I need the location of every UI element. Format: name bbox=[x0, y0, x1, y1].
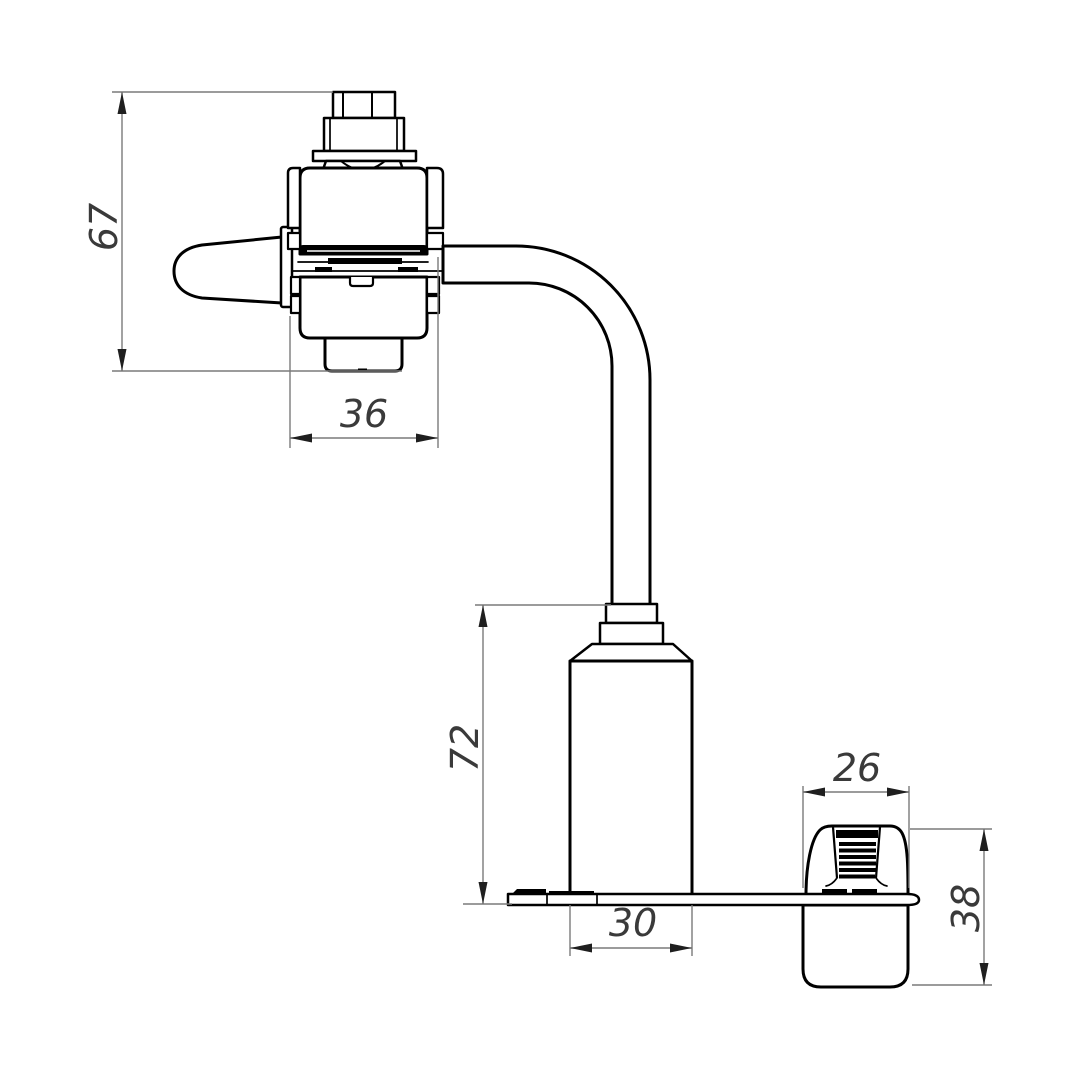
tube-step-2 bbox=[598, 621, 665, 646]
cap-lower-body bbox=[801, 903, 910, 989]
cap-dome bbox=[804, 824, 910, 897]
end-cap bbox=[801, 824, 910, 989]
terminal-plate bbox=[506, 889, 921, 907]
arrow-right bbox=[670, 943, 692, 953]
plate-lip-2 bbox=[549, 891, 594, 894]
dimension-label-26: 26 bbox=[833, 746, 881, 790]
arrow-up bbox=[979, 829, 989, 851]
bolt-head-facets bbox=[329, 117, 398, 152]
body-shoulder bbox=[568, 642, 694, 663]
tab-left-upper bbox=[286, 231, 302, 251]
lower-jaw bbox=[298, 275, 429, 340]
arrow-down bbox=[979, 963, 989, 985]
bolt-washer bbox=[311, 149, 418, 163]
dimension-body-height: 72 bbox=[443, 604, 611, 905]
dimension-cap-height: 38 bbox=[910, 828, 992, 986]
tab-left-lower-1 bbox=[289, 275, 302, 296]
extension-lines bbox=[463, 604, 611, 905]
thread-top-bar bbox=[836, 830, 878, 838]
plate-serration-2 bbox=[852, 889, 877, 893]
dimension-clamp-height: 67 bbox=[82, 91, 402, 372]
arrow-left bbox=[803, 787, 825, 797]
tab-right-lower-1 bbox=[425, 275, 441, 296]
bolt-hex-nut-facets bbox=[342, 91, 373, 119]
piercing-blade-bar bbox=[299, 245, 428, 254]
extension-lines bbox=[289, 257, 439, 448]
upper-rail-left bbox=[286, 166, 302, 230]
tube-outline bbox=[441, 244, 652, 608]
dimension-body-width: 30 bbox=[569, 901, 693, 956]
dimension-label-67: 67 bbox=[82, 203, 126, 251]
thread-lines bbox=[839, 842, 876, 879]
contact-strip bbox=[328, 258, 402, 264]
arrow-up bbox=[117, 92, 127, 114]
arrow-right bbox=[887, 787, 909, 797]
dimension-label-72: 72 bbox=[443, 724, 487, 772]
plate-bar bbox=[506, 892, 921, 907]
bolt-head bbox=[322, 116, 406, 153]
arrow-down bbox=[117, 349, 127, 371]
arrow-left bbox=[570, 943, 592, 953]
connector-tube bbox=[441, 244, 652, 608]
arrow-down bbox=[478, 882, 488, 904]
dimension-label-30: 30 bbox=[609, 901, 657, 945]
dimension-label-38: 38 bbox=[944, 884, 988, 932]
piercing-clamp bbox=[172, 90, 445, 373]
tube-step-1 bbox=[604, 602, 659, 625]
tooth-right bbox=[398, 267, 418, 272]
lower-jaw-notch bbox=[348, 277, 375, 288]
arrow-left bbox=[290, 433, 312, 443]
plate-lip bbox=[512, 889, 546, 894]
extension-lines bbox=[112, 91, 402, 372]
clamp-foot bbox=[323, 336, 404, 373]
dimension-label-36: 36 bbox=[340, 392, 388, 436]
extension-lines bbox=[910, 828, 992, 986]
tab-left-lower-2 bbox=[289, 294, 302, 315]
dimension-cap-width: 26 bbox=[802, 746, 910, 888]
cap-slot-feet bbox=[825, 877, 888, 887]
upper-jaw bbox=[298, 166, 429, 256]
upper-rail-right bbox=[425, 166, 445, 230]
tab-right-upper bbox=[425, 231, 445, 251]
body-cylinder bbox=[568, 659, 694, 897]
tooth-left bbox=[315, 267, 332, 272]
plate-serration-1 bbox=[822, 889, 847, 893]
lower-body bbox=[568, 602, 694, 897]
cap-slot bbox=[831, 826, 882, 879]
plate-joints bbox=[546, 893, 598, 906]
arrow-right bbox=[416, 433, 438, 443]
dimension-clamp-width: 36 bbox=[289, 257, 439, 448]
tab-right-lower-2 bbox=[425, 294, 441, 315]
foot-tick bbox=[358, 368, 367, 372]
wedge-cone bbox=[172, 235, 284, 305]
arrow-up bbox=[478, 605, 488, 627]
